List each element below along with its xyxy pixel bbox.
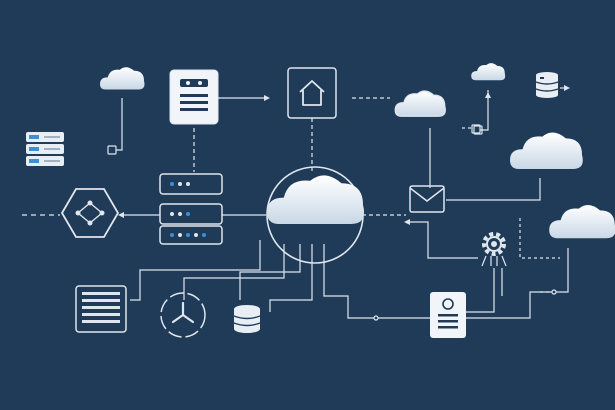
house-icon [287, 67, 337, 119]
database-icon [535, 72, 559, 98]
arrow-head [118, 212, 124, 218]
server-tower-icon [169, 69, 219, 125]
connector-line [183, 244, 285, 300]
connector-line [519, 218, 560, 259]
connector-line [446, 178, 541, 201]
cloud-icon [510, 132, 583, 169]
connector-line [130, 240, 261, 301]
cloud-icon [549, 204, 615, 239]
connector-line [239, 244, 301, 300]
cloud-icon [100, 67, 145, 90]
document-server-icon [430, 292, 466, 338]
rack-server-icon [75, 285, 127, 333]
cloud-icon [394, 90, 446, 117]
junction-node [373, 315, 379, 321]
connector-line [466, 248, 569, 319]
junction-node [551, 289, 557, 295]
gear-icon [481, 232, 507, 267]
fan-icon [160, 292, 206, 338]
connector-line [406, 221, 478, 259]
envelope-icon [409, 185, 445, 213]
hexagon-network-icon [60, 188, 120, 238]
server-stack-icon [26, 132, 64, 166]
connector-line [466, 268, 495, 313]
junction-node [107, 145, 117, 155]
connector-line [112, 98, 123, 151]
link-node-icon [473, 125, 483, 135]
arrow-heads [118, 85, 570, 225]
database-icon [233, 305, 261, 333]
arrow-head [485, 92, 491, 98]
cloud-icon [471, 63, 506, 81]
rack-server-icon [159, 173, 223, 245]
central-cloud-hub [266, 166, 365, 264]
connector-line [269, 244, 313, 312]
arrow-head [264, 95, 270, 101]
arrow-head [404, 219, 410, 225]
arrow-head [564, 85, 570, 91]
connector-line [478, 90, 489, 131]
